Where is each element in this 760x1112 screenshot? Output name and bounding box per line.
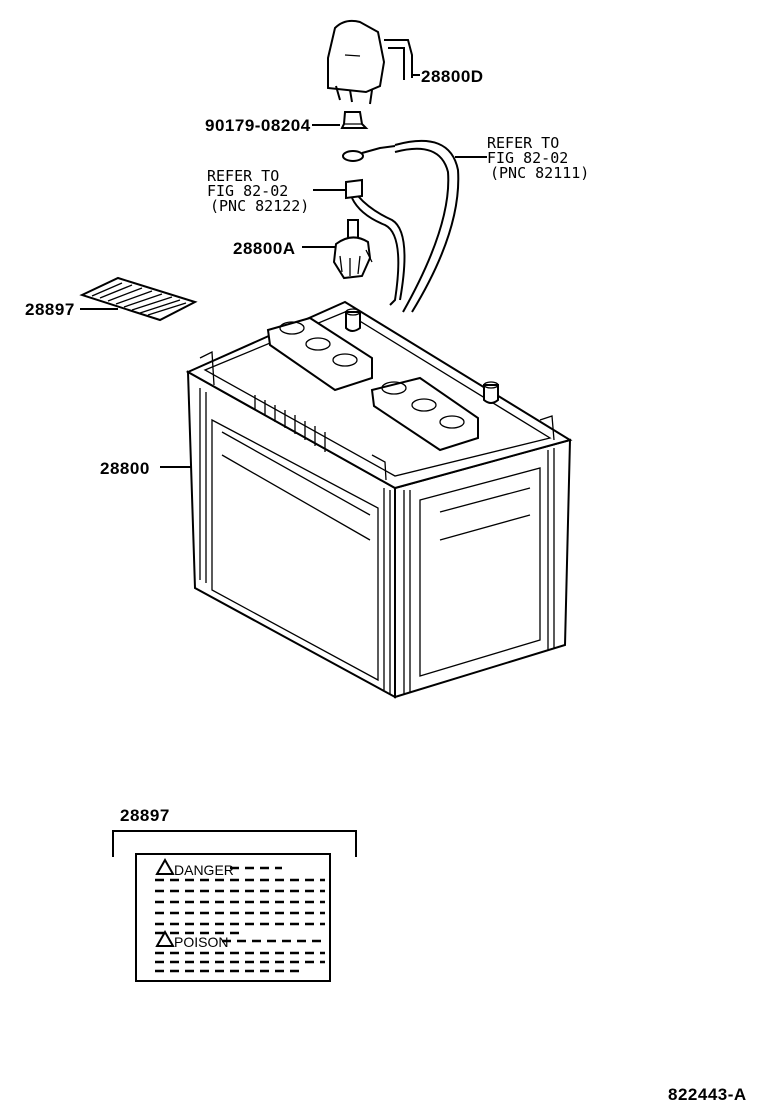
part-number-terminal[interactable]: 28800A	[233, 239, 296, 258]
positive-cable	[342, 139, 460, 313]
part-number-label-small[interactable]: 28897	[25, 300, 75, 319]
refer-left-line1: REFER TO	[207, 167, 279, 185]
refer-right-line2[interactable]: FIG 82-02	[487, 149, 568, 167]
detail-bracket	[112, 830, 357, 857]
battery-hold-down-cover	[327, 19, 413, 105]
battery-body	[185, 300, 573, 699]
danger-heading: DANGER	[174, 862, 234, 878]
warning-triangle-icon	[155, 857, 175, 875]
warning-label-detail: DANGER POISON	[135, 853, 331, 982]
refer-left-line3: (PNC 82122)	[210, 197, 309, 215]
nut-part	[340, 111, 369, 129]
poison-heading: POISON	[174, 934, 228, 950]
figure-id: 822443-A	[668, 1085, 747, 1104]
battery-terminal	[332, 219, 373, 280]
part-number-battery[interactable]: 28800	[100, 459, 150, 478]
negative-cable	[345, 178, 406, 306]
part-number-28800d[interactable]: 28800D	[421, 67, 484, 86]
refer-right-line3: (PNC 82111)	[490, 164, 589, 182]
part-number-nut[interactable]: 90179-08204	[205, 116, 311, 135]
warning-label-small	[79, 276, 198, 322]
refer-left-line2[interactable]: FIG 82-02	[207, 182, 288, 200]
refer-right-line1: REFER TO	[487, 134, 559, 152]
warning-triangle-icon	[155, 929, 175, 947]
part-number-label-detail[interactable]: 28897	[120, 806, 170, 825]
